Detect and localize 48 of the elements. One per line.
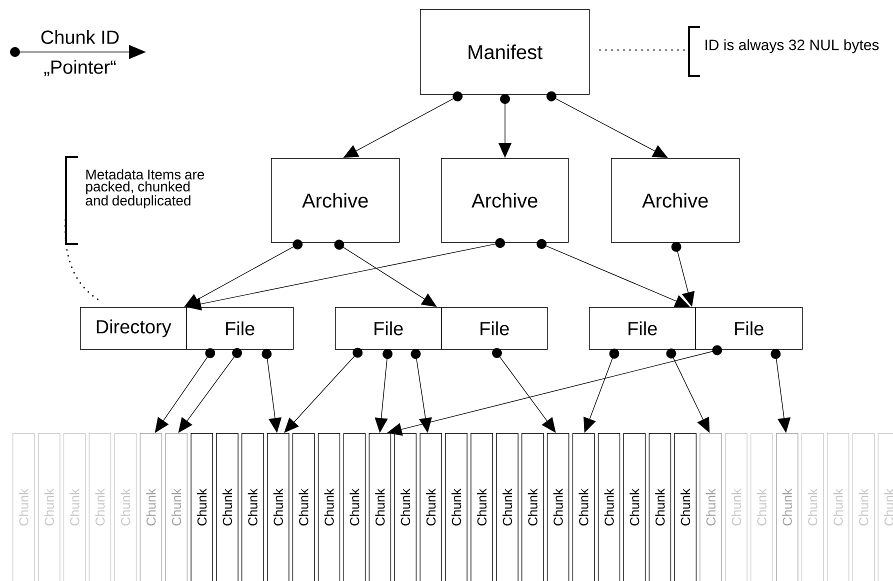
chunk-box: Chunk: [343, 433, 366, 581]
chunk-box: Chunk: [242, 433, 264, 581]
chunk-box: Chunk: [496, 433, 518, 581]
arrow: [178, 348, 242, 433]
archive-box: Archive: [441, 158, 569, 243]
manifest-box: Manifest: [420, 9, 590, 95]
chunk-box: Chunk: [420, 433, 442, 581]
arrow: [666, 348, 710, 433]
chunk-box: Chunk: [368, 433, 392, 581]
item-box: Directory: [80, 307, 187, 350]
chunk-box: Chunk: [700, 433, 722, 581]
chunk-box: Chunk: [623, 433, 646, 581]
arrow: [284, 348, 363, 433]
arrow: [343, 91, 463, 158]
arrow: [334, 240, 437, 307]
arrow: [492, 348, 556, 433]
arrow: [154, 348, 216, 433]
chunk-box: Chunk: [522, 433, 544, 581]
chunk-box: Chunk: [598, 433, 620, 581]
arrow: [536, 238, 690, 308]
chunk-box: Chunk: [445, 433, 468, 581]
note-text: Metadata Items are packed, chunked and deduplicated: [86, 169, 204, 208]
chunk-box: Chunk: [394, 433, 417, 581]
arrow: [584, 348, 620, 433]
chunk-box: Chunk: [190, 433, 213, 581]
chunk-box: Chunk: [546, 433, 570, 581]
item-box: File: [186, 307, 294, 350]
item-box: File: [441, 307, 548, 350]
chunk-box: Chunk: [674, 433, 696, 581]
archive-box: Archive: [611, 158, 740, 243]
chunk-box: Chunk: [267, 433, 290, 581]
item-box: File: [695, 307, 803, 350]
chunk-box: Chunk: [140, 433, 162, 581]
arrow: [546, 91, 668, 158]
chunk-box: Chunk: [776, 433, 798, 581]
item-box: File: [589, 307, 696, 350]
note-text: ID is always 32 NUL bytes: [706, 39, 879, 54]
chunk-box: Chunk: [648, 433, 672, 581]
legend-text: „Pointer“: [44, 60, 116, 76]
chunk-box: Chunk: [216, 433, 238, 581]
chunk-box: Chunk: [292, 433, 315, 581]
chunk-box: Chunk: [165, 433, 188, 581]
archive-box: Archive: [271, 158, 400, 243]
chunk-box: Chunk: [470, 433, 493, 581]
chunk-box: Chunk: [572, 433, 595, 581]
item-box: File: [335, 307, 442, 350]
chunk-box: Chunk: [318, 433, 340, 581]
legend-text: Chunk ID: [41, 30, 119, 44]
